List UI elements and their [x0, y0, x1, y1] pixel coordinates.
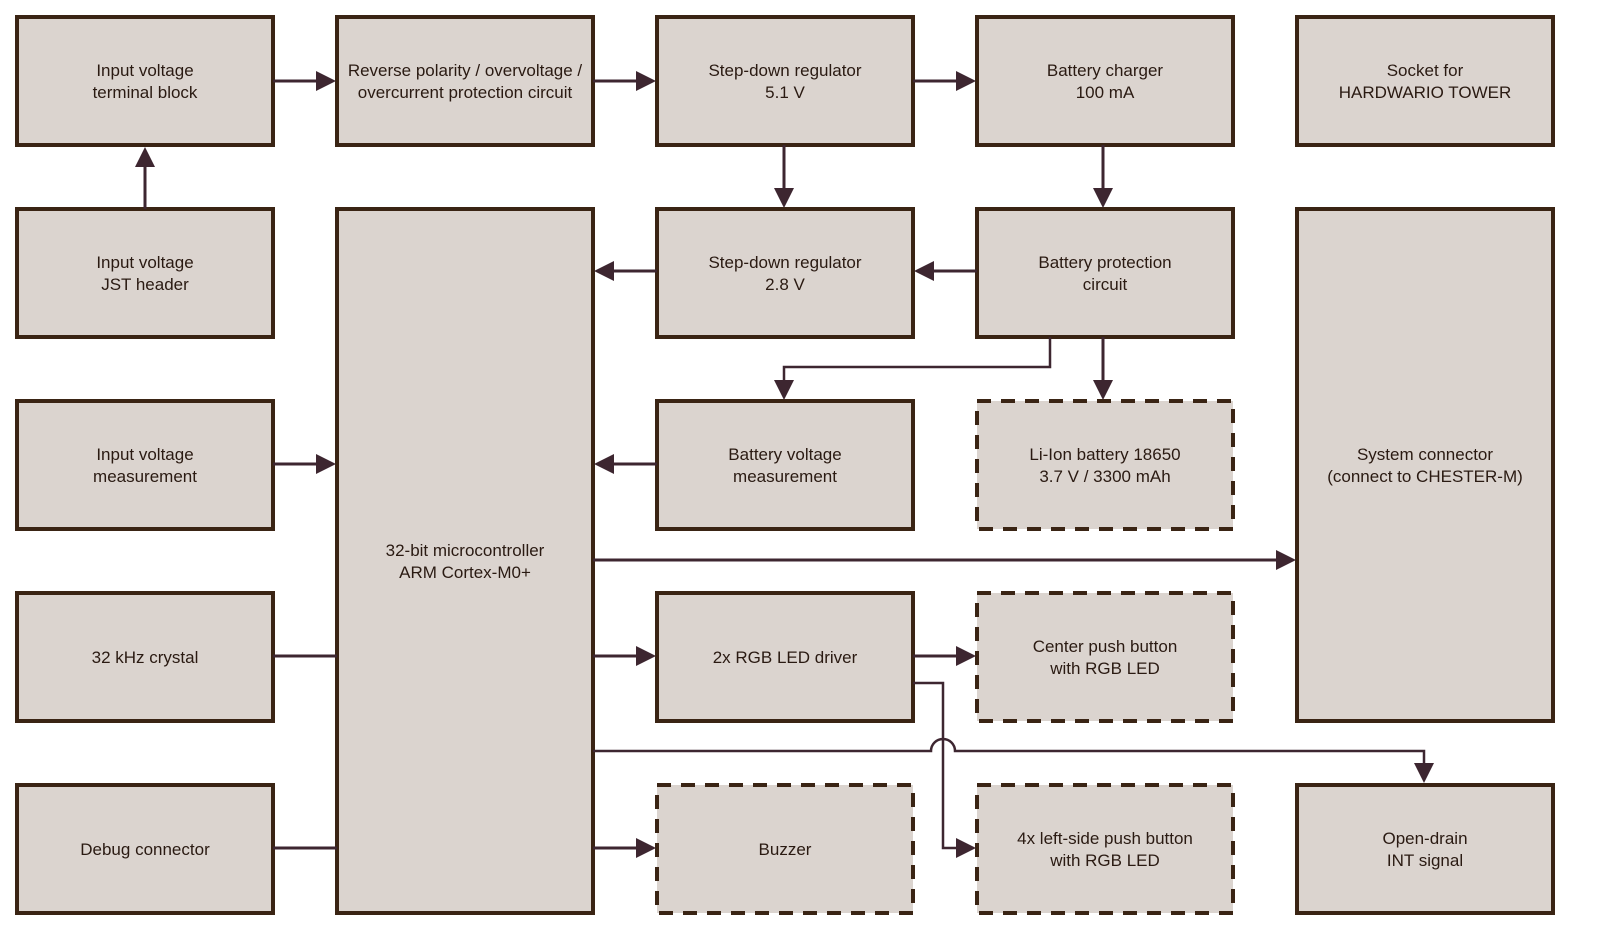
arrowhead — [1414, 763, 1434, 783]
arrowhead — [774, 188, 794, 208]
block-charger: Battery charger 100 mA — [975, 15, 1235, 147]
block-input-measure: Input voltage measurement — [15, 399, 275, 531]
block-protection: Reverse polarity / overvoltage / overcurr… — [335, 15, 595, 147]
block-label: 32-bit microcontroller — [386, 541, 545, 560]
arrowhead — [1276, 550, 1296, 570]
block-crystal: 32 kHz crystal — [15, 591, 275, 723]
block-label: 5.1 V — [765, 83, 805, 102]
arrowhead — [594, 261, 614, 281]
block-label: System connector — [1357, 445, 1493, 464]
arrowhead — [1093, 188, 1113, 208]
block-label: Buzzer — [759, 840, 812, 859]
block-buzzer: Buzzer — [655, 783, 915, 915]
arrowhead — [956, 838, 976, 858]
block-center-button: Center push button with RGB LED — [975, 591, 1235, 723]
arrowhead — [135, 147, 155, 167]
block-label: Li-Ion battery 18650 — [1029, 445, 1180, 464]
block-label: measurement — [93, 467, 197, 486]
block-label: measurement — [733, 467, 837, 486]
wire — [913, 681, 958, 850]
block-label: Open-drain — [1382, 829, 1467, 848]
arrowhead — [956, 71, 976, 91]
block-label: circuit — [1083, 275, 1128, 294]
wire — [593, 737, 1426, 765]
arrowhead — [594, 454, 614, 474]
block-label: INT signal — [1387, 851, 1463, 870]
arrowhead — [774, 380, 794, 400]
block-stepdown-28: Step-down regulator 2.8 V — [655, 207, 915, 339]
block-label: JST header — [101, 275, 189, 294]
block-label: ARM Cortex-M0+ — [399, 563, 531, 582]
block-label: terminal block — [93, 83, 198, 102]
block-label: (connect to CHESTER-M) — [1327, 467, 1523, 486]
block-label: Socket for — [1387, 61, 1464, 80]
block-system-connector: System connector (connect to CHESTER-M) — [1295, 207, 1555, 723]
block-label: Battery charger — [1047, 61, 1164, 80]
block-label: 3.7 V / 3300 mAh — [1039, 467, 1170, 486]
wire — [782, 337, 1052, 382]
block-label: Step-down regulator — [708, 61, 861, 80]
block-label: Reverse polarity / overvoltage / — [348, 61, 583, 80]
arrowhead — [316, 454, 336, 474]
block-left-buttons: 4x left-side push button with RGB LED — [975, 783, 1235, 915]
block-label: Input voltage — [96, 445, 193, 464]
block-label: with RGB LED — [1049, 851, 1160, 870]
arrowhead — [636, 71, 656, 91]
arrowhead — [1093, 380, 1113, 400]
block-label: HARDWARIO TOWER — [1339, 83, 1512, 102]
block-batt-measure: Battery voltage measurement — [655, 399, 915, 531]
block-led-driver: 2x RGB LED driver — [655, 591, 915, 723]
block-label: Input voltage — [96, 61, 193, 80]
block-batt-protection: Battery protection circuit — [975, 207, 1235, 339]
block-label: Debug connector — [80, 840, 210, 859]
block-li-ion: Li-Ion battery 18650 3.7 V / 3300 mAh — [975, 399, 1235, 531]
block-label: 100 mA — [1076, 83, 1135, 102]
block-debug: Debug connector — [15, 783, 275, 915]
block-label: Input voltage — [96, 253, 193, 272]
arrowhead — [914, 261, 934, 281]
block-stepdown-51: Step-down regulator 5.1 V — [655, 15, 915, 147]
block-label: 4x left-side push button — [1017, 829, 1193, 848]
block-label: 2x RGB LED driver — [713, 648, 858, 667]
arrowhead — [956, 646, 976, 666]
block-label: Battery voltage — [728, 445, 841, 464]
block-label: overcurrent protection circuit — [358, 83, 573, 102]
block-label: Center push button — [1033, 637, 1178, 656]
block-label: Battery protection — [1038, 253, 1171, 272]
connections — [135, 71, 1434, 858]
block-label: with RGB LED — [1049, 659, 1160, 678]
arrowhead — [636, 838, 656, 858]
block-input-terminal: Input voltage terminal block — [15, 15, 275, 147]
block-label: 32 kHz crystal — [92, 648, 199, 667]
arrowhead — [636, 646, 656, 666]
block-label: 2.8 V — [765, 275, 805, 294]
block-label: Step-down regulator — [708, 253, 861, 272]
arrowhead — [316, 71, 336, 91]
